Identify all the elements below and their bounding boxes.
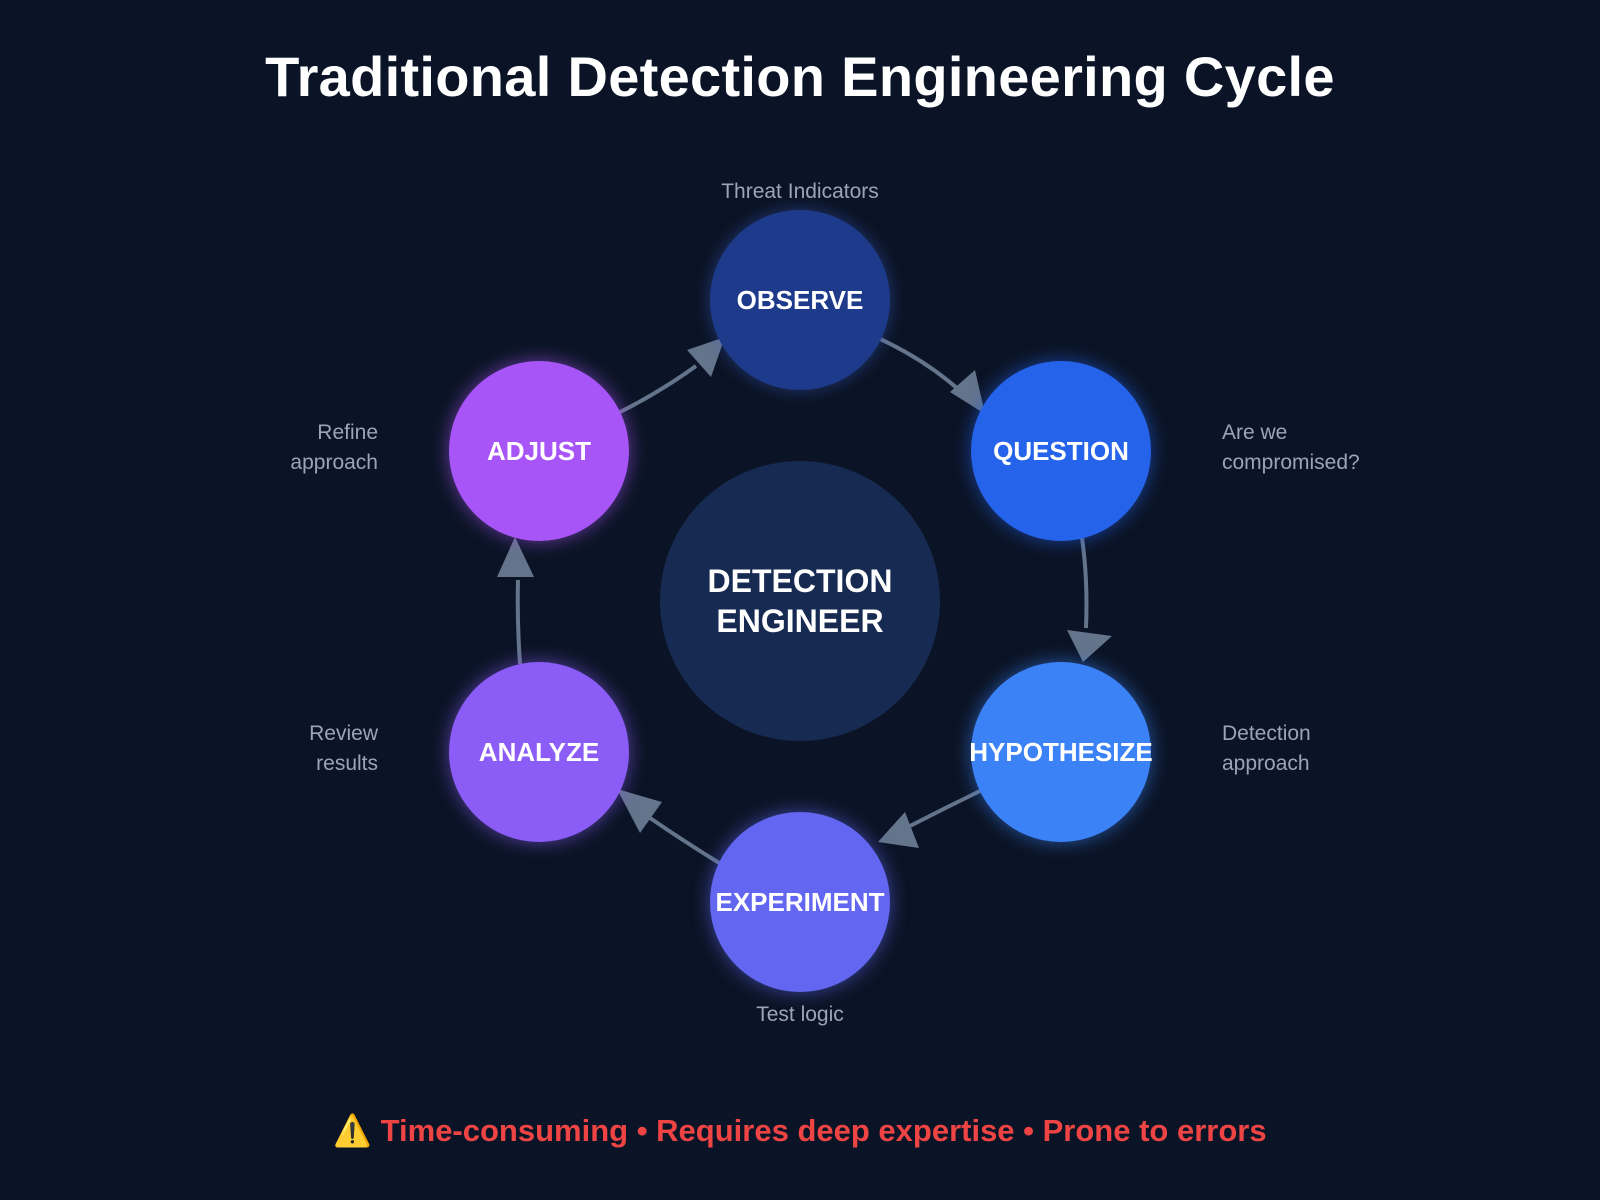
node-experiment-label: EXPERIMENT <box>715 886 885 917</box>
node-observe-label: OBSERVE <box>736 284 864 315</box>
arrowhead-analyze <box>617 789 662 833</box>
center-line-1: DETECTION <box>707 563 893 599</box>
note-analyze: Review results <box>178 719 378 779</box>
arrow-hypothesize-to-experiment <box>909 789 981 828</box>
node-question: QUESTION <box>971 361 1151 541</box>
arrow-experiment-to-analyze <box>648 816 726 868</box>
arrowhead-hypothesize <box>1067 630 1112 662</box>
note-hypothesize: Detection approach <box>1222 719 1442 779</box>
note-experiment-line-1: Test logic <box>756 1003 844 1026</box>
note-question-line-2: compromised? <box>1222 451 1360 474</box>
note-hypothesize-line-1: Detection <box>1222 722 1311 745</box>
note-hypothesize-line-2: approach <box>1222 752 1310 775</box>
node-question-label: QUESTION <box>993 435 1129 466</box>
node-hypothesize-label: HYPOTHESIZE <box>969 736 1153 767</box>
node-adjust-label: ADJUST <box>486 435 591 466</box>
arrow-question-to-hypothesize <box>1080 537 1089 629</box>
arrow-analyze-to-adjust <box>515 579 522 665</box>
note-question: Are we compromised? <box>1222 418 1442 478</box>
arrowhead-adjust <box>497 537 534 577</box>
node-adjust: ADJUST <box>449 361 629 541</box>
warning-icon: ⚠️ <box>333 1113 373 1148</box>
arrowhead-experiment <box>878 812 919 848</box>
arrow-adjust-to-observe <box>619 364 698 414</box>
arrowhead-observe <box>687 337 725 377</box>
note-question-line-1: Are we <box>1222 421 1288 444</box>
arrowhead-question <box>950 370 985 414</box>
footer-text: Time-consuming • Requires deep expertise… <box>380 1113 1267 1148</box>
note-adjust-line-2: approach <box>290 451 378 474</box>
page-title: Traditional Detection Engineering Cycle <box>265 45 1335 108</box>
note-analyze-line-2: results <box>316 752 378 775</box>
note-experiment: Test logic <box>680 1000 920 1030</box>
node-analyze-label: ANALYZE <box>478 736 600 767</box>
note-observe: Threat Indicators <box>680 177 920 207</box>
center-line-2: ENGINEER <box>716 603 884 639</box>
note-adjust-line-1: Refine <box>317 421 378 444</box>
node-experiment: EXPERIMENT <box>710 812 890 992</box>
footer-warning: ⚠️ Time-consuming • Requires deep expert… <box>0 1112 1600 1149</box>
note-observe-line-1: Threat Indicators <box>721 180 879 203</box>
node-analyze: ANALYZE <box>449 662 629 842</box>
center-hub: DETECTION ENGINEER <box>660 461 940 741</box>
node-observe: OBSERVE <box>710 210 890 390</box>
node-hypothesize: HYPOTHESIZE <box>969 662 1153 842</box>
note-adjust: Refine approach <box>178 418 378 478</box>
note-analyze-line-1: Review <box>309 722 378 745</box>
